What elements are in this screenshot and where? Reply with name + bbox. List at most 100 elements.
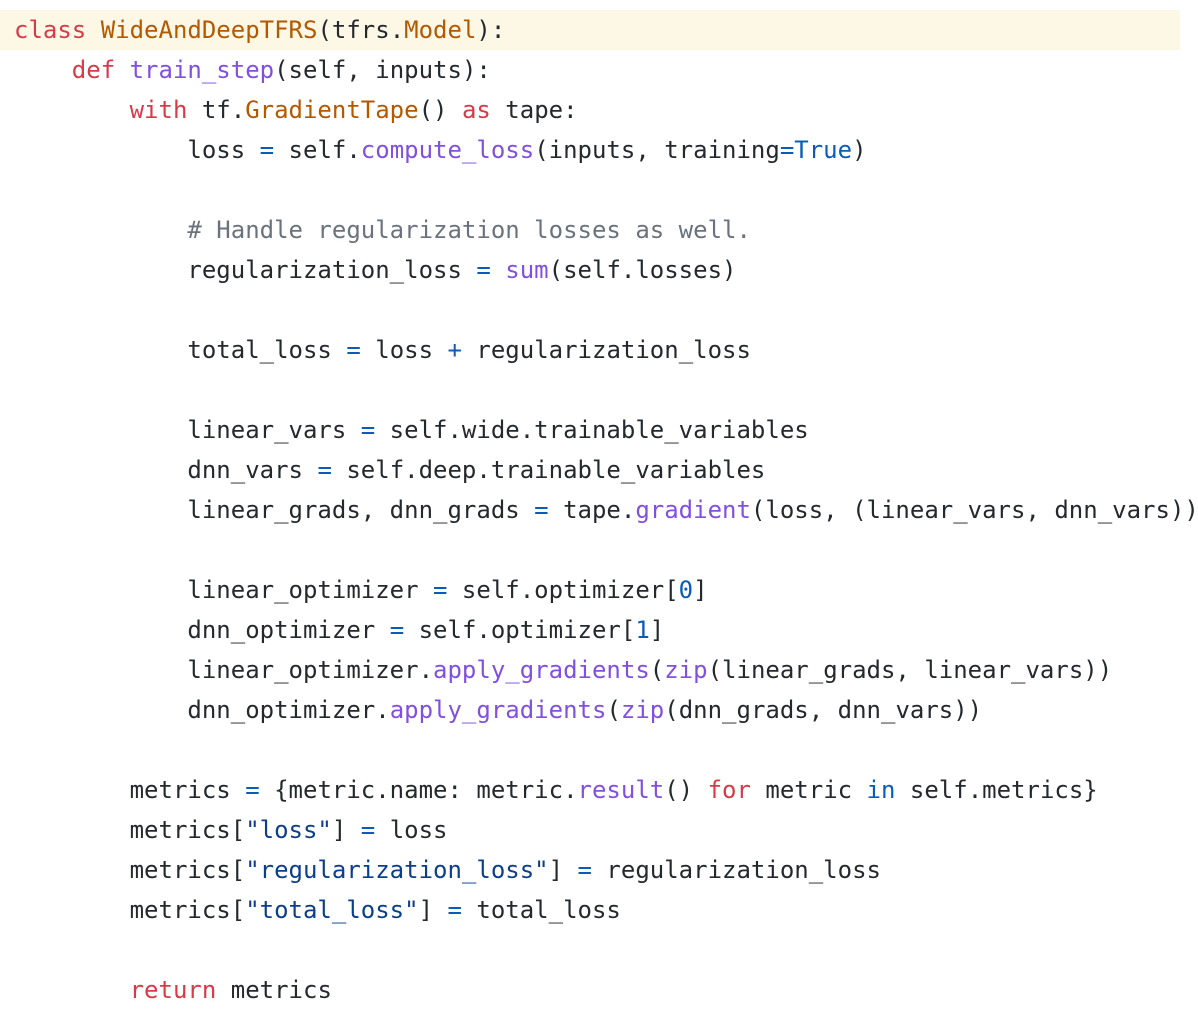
code-line[interactable]: total_loss = loss + regularization_loss <box>0 330 1198 370</box>
code-token-keyword: with <box>129 96 188 124</box>
code-token-text: dnn_optimizer. <box>14 696 390 724</box>
code-token-text <box>14 976 130 1004</box>
code-token-text: self. <box>274 136 361 164</box>
code-token-text <box>14 216 187 244</box>
code-line[interactable]: linear_grads, dnn_grads = tape.gradient(… <box>0 490 1198 530</box>
code-token-op: + <box>447 336 462 364</box>
code-token-op: = <box>360 416 376 444</box>
code-token-func: zip <box>664 656 708 684</box>
code-token-text: ] <box>693 576 708 604</box>
code-line-current[interactable]: class WideAndDeepTFRS(tfrs.Model): <box>0 10 1180 50</box>
code-token-func: zip <box>620 696 665 724</box>
code-token-func: apply_gradients <box>433 656 650 684</box>
code-token-text: dnn_optimizer <box>14 616 390 644</box>
code-token-const: 1 <box>635 616 650 644</box>
code-token-text: loss <box>14 136 260 164</box>
code-token-op: = <box>360 816 376 844</box>
code-token-text: ): <box>476 16 506 44</box>
code-token-text: (linear_grads, linear_vars)) <box>707 656 1113 684</box>
code-line[interactable] <box>0 730 1198 770</box>
code-line[interactable] <box>0 370 1198 410</box>
code-line[interactable] <box>0 930 1198 970</box>
code-token-text: metric <box>750 776 867 804</box>
code-line[interactable]: return metrics <box>0 970 1198 1010</box>
code-token-keyword: def <box>71 56 116 84</box>
code-token-func: gradient <box>635 496 751 524</box>
code-token-text: metrics[ <box>14 856 246 884</box>
code-token-func: sum <box>505 256 549 284</box>
code-line[interactable]: metrics["regularization_loss"] = regular… <box>0 850 1198 890</box>
code-token-func: result <box>577 776 665 804</box>
code-line[interactable]: linear_optimizer = self.optimizer[0] <box>0 570 1198 610</box>
code-line[interactable]: metrics["total_loss"] = total_loss <box>0 890 1198 930</box>
code-line[interactable]: metrics = {metric.name: metric.result() … <box>0 770 1198 810</box>
code-token-text: self.wide.trainable_variables <box>375 416 809 444</box>
code-token-keyword: for <box>707 776 751 804</box>
code-token-text: metrics[ <box>14 816 246 844</box>
code-token-keyword: class <box>14 16 87 44</box>
code-token-text: regularization_loss <box>14 256 477 284</box>
code-token-op: = <box>779 136 795 164</box>
code-token-text: metrics <box>14 776 246 804</box>
code-token-op: = <box>577 856 592 884</box>
code-token-text: (inputs, training <box>534 136 780 164</box>
code-line[interactable]: dnn_optimizer.apply_gradients(zip(dnn_gr… <box>0 690 1198 730</box>
code-token-func: train_step <box>129 56 275 84</box>
code-token-text: total_loss <box>461 896 621 924</box>
code-token-keyword: as <box>461 96 491 124</box>
code-editor[interactable]: class WideAndDeepTFRS(tfrs.Model): def t… <box>0 10 1198 1010</box>
code-token-text: () <box>418 96 462 124</box>
code-token-text: ] <box>418 896 448 924</box>
code-token-const: in <box>866 776 896 804</box>
code-token-text: ( <box>649 656 665 684</box>
code-token-func: compute_loss <box>360 136 535 164</box>
code-token-const: True <box>794 136 853 164</box>
code-line[interactable]: dnn_vars = self.deep.trainable_variables <box>0 450 1198 490</box>
code-token-text: linear_optimizer. <box>14 656 434 684</box>
code-token-text: ] <box>649 616 665 644</box>
code-token-keyword: return <box>129 976 217 1004</box>
code-token-text: self.metrics} <box>895 776 1098 804</box>
code-token-text: self.deep.trainable_variables <box>331 456 766 484</box>
code-line[interactable]: regularization_loss = sum(self.losses) <box>0 250 1198 290</box>
code-token-string: "loss" <box>245 816 332 844</box>
code-line[interactable]: def train_step(self, inputs): <box>0 50 1198 90</box>
code-token-text: () <box>664 776 708 804</box>
code-line[interactable] <box>0 170 1198 210</box>
code-token-text: ( <box>606 696 621 724</box>
code-token-text <box>14 56 72 84</box>
code-token-text: (self.losses) <box>548 256 737 284</box>
code-token-text <box>491 256 505 284</box>
code-token-string: "regularization_loss" <box>245 856 549 884</box>
code-token-op: = <box>346 336 361 364</box>
code-token-text: regularization_loss <box>461 336 751 364</box>
code-line[interactable]: linear_vars = self.wide.trainable_variab… <box>0 410 1198 450</box>
code-line[interactable]: # Handle regularization losses as well. <box>0 210 1198 250</box>
code-token-text: dnn_vars <box>14 456 318 484</box>
code-token-text: total_loss <box>14 336 347 364</box>
code-token-text <box>14 96 130 124</box>
code-line[interactable]: loss = self.compute_loss(inputs, trainin… <box>0 130 1198 170</box>
code-token-text <box>86 16 100 44</box>
code-token-comment: # Handle regularization losses as well. <box>187 216 751 244</box>
code-token-text: ] <box>548 856 578 884</box>
code-token-op: = <box>245 776 260 804</box>
code-token-text: (self, inputs): <box>274 56 491 84</box>
code-line[interactable]: linear_optimizer.apply_gradients(zip(lin… <box>0 650 1198 690</box>
code-token-class: GradientTape <box>245 96 419 124</box>
code-line[interactable] <box>0 530 1198 570</box>
code-token-text: tape: <box>490 96 578 124</box>
code-line[interactable]: metrics["loss"] = loss <box>0 810 1198 850</box>
code-token-op: = <box>534 496 549 524</box>
code-line[interactable]: dnn_optimizer = self.optimizer[1] <box>0 610 1198 650</box>
code-token-const: 0 <box>678 576 694 604</box>
code-token-text: linear_vars <box>14 416 361 444</box>
code-token-op: = <box>317 456 332 484</box>
code-token-func: apply_gradients <box>389 696 607 724</box>
code-line[interactable]: with tf.GradientTape() as tape: <box>0 90 1198 130</box>
code-token-text: regularization_loss <box>591 856 881 884</box>
code-token-class: WideAndDeepTFRS <box>100 16 318 44</box>
code-token-text: loss <box>360 336 448 364</box>
code-line[interactable] <box>0 290 1198 330</box>
code-token-text: self.optimizer[ <box>404 616 636 644</box>
